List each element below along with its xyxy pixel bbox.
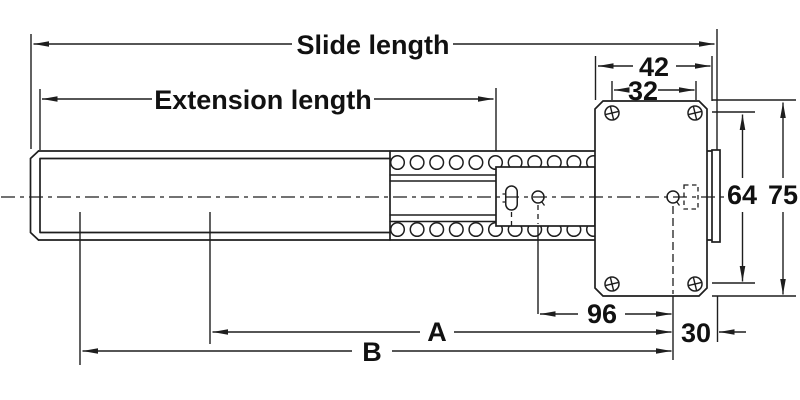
mounting-plate-body [594,100,708,297]
dim-64-value: 64 [727,180,757,210]
ball-bearing [468,221,484,238]
ball-bearing [429,221,445,238]
dim-a-label: A [427,317,447,347]
ball-bearing [389,221,406,238]
keyhole-notch [502,193,506,203]
dimension-lines [33,41,786,354]
keyhole-slot [505,185,518,211]
carriage-hole-mark [540,201,546,206]
ball-bearing [448,221,464,238]
dim-32-value: 32 [628,76,658,106]
screw-icon [687,276,703,292]
dimension-labels: Slide length Extension length 42 32 64 7… [154,30,798,367]
dim-75-value: 75 [768,180,798,210]
dim-30-value: 30 [681,318,711,348]
rail-end-cap [711,149,721,243]
mounting-plate [594,100,708,297]
ball-bearing [409,154,425,171]
screw-icon [604,276,620,292]
ball-bearing [468,154,484,171]
plate-hole-mark [675,201,681,206]
extension-length-label: Extension length [154,85,372,115]
screw-icon [604,105,620,121]
slide-length-label: Slide length [296,30,449,60]
screw-icon [687,105,703,121]
extension-lines [30,29,796,365]
rail-inner-profile [39,157,391,234]
dim-96-value: 96 [587,299,617,329]
ball-bearing [448,154,464,171]
ball-bearing [389,154,406,171]
ball-channel-lines [389,174,596,223]
dim-42-value: 42 [639,52,669,82]
rail-left-end [29,150,40,241]
ball-bearing [409,221,425,238]
ball-bearing [429,154,445,171]
dim-b-label: B [362,337,382,367]
centerlines [1,196,724,294]
